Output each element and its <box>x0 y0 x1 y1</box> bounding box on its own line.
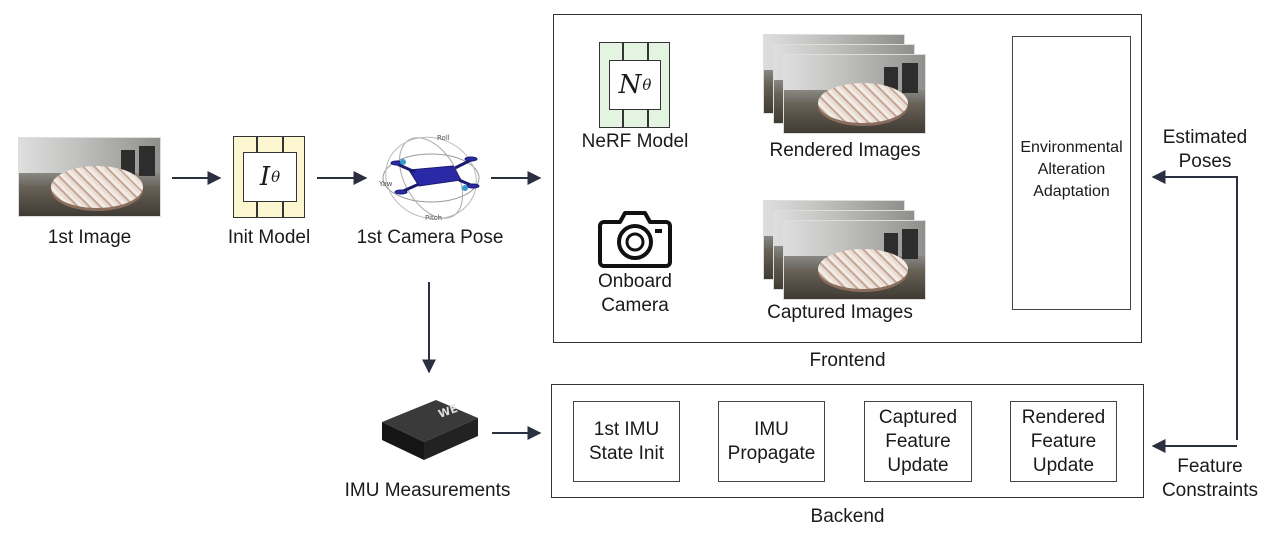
captured-image-front <box>783 220 926 300</box>
arrow-feedback-to-env <box>1151 170 1238 440</box>
step3-line2: Feature <box>885 430 951 452</box>
first-image-label: 1st Image <box>47 227 132 248</box>
init-symbol-sub: θ <box>271 168 281 186</box>
gimbal-yaw-text: Yaw <box>378 180 393 188</box>
step3-line3: Update <box>887 454 949 476</box>
imu-measurements-label: IMU Measurements <box>344 480 511 501</box>
rendered-images-label: Rendered Images <box>769 140 921 161</box>
env-line3: Adaptation <box>1033 183 1110 200</box>
step1-line2: State Init <box>589 442 664 464</box>
environmental-alteration-adaptation-block: Environmental Alteration Adaptation <box>1012 36 1131 310</box>
frontend-label: Frontend <box>809 350 886 371</box>
captured-images-label: Captured Images <box>767 302 913 323</box>
backend-step-imu-propagate: IMU Propagate <box>718 401 825 482</box>
nerf-symbol-sub: θ <box>642 76 652 94</box>
feature-constraints-line1: Feature <box>1177 456 1243 477</box>
imu-logo-text: WE <box>437 402 460 421</box>
nerf-model-label: NeRF Model <box>581 131 689 152</box>
feature-constraints-line2: Constraints <box>1161 480 1259 501</box>
step3-line1: Captured <box>878 406 958 428</box>
init-model-label: Init Model <box>227 227 311 248</box>
step2-line1: IMU <box>754 418 789 440</box>
step4-line1: Rendered <box>1021 406 1106 428</box>
estimated-poses-label: Estimated Poses <box>1145 126 1265 174</box>
first-image-photo <box>18 137 161 217</box>
imu-device-icon: WE <box>382 400 478 460</box>
estimated-poses-line2: Poses <box>1178 151 1232 172</box>
step4-line2: Feature <box>1030 430 1097 452</box>
estimated-poses-line1: Estimated <box>1162 127 1248 148</box>
gimbal-roll-text: Roll <box>437 134 450 142</box>
step4-line3: Update <box>1032 454 1095 476</box>
backend-step-imu-state-init: 1st IMU State Init <box>573 401 680 482</box>
onboard-camera-line2: Camera <box>601 295 669 316</box>
onboard-camera-line1: Onboard <box>598 271 672 292</box>
gimbal-pitch-text: Pitch <box>425 214 442 222</box>
env-line2: Alteration <box>1037 161 1106 178</box>
init-symbol-main: I <box>259 162 271 192</box>
camera-icon <box>598 211 672 268</box>
drone-pose-icon: Yaw Roll Pitch <box>378 134 480 222</box>
onboard-camera-label: Onboard Camera <box>570 270 700 318</box>
env-line1: Environmental <box>1020 139 1123 156</box>
backend-step-rendered-feature-update: Rendered Feature Update <box>1010 401 1117 482</box>
step1-line1: 1st IMU <box>593 418 660 440</box>
backend-label: Backend <box>810 506 885 527</box>
nerf-symbol-main: N <box>618 70 642 100</box>
rendered-image-front <box>783 54 926 134</box>
backend-step-captured-feature-update: Captured Feature Update <box>864 401 972 482</box>
feature-constraints-label: Feature Constraints <box>1148 455 1272 503</box>
step2-line2: Propagate <box>727 442 816 464</box>
first-camera-pose-label: 1st Camera Pose <box>356 227 504 248</box>
